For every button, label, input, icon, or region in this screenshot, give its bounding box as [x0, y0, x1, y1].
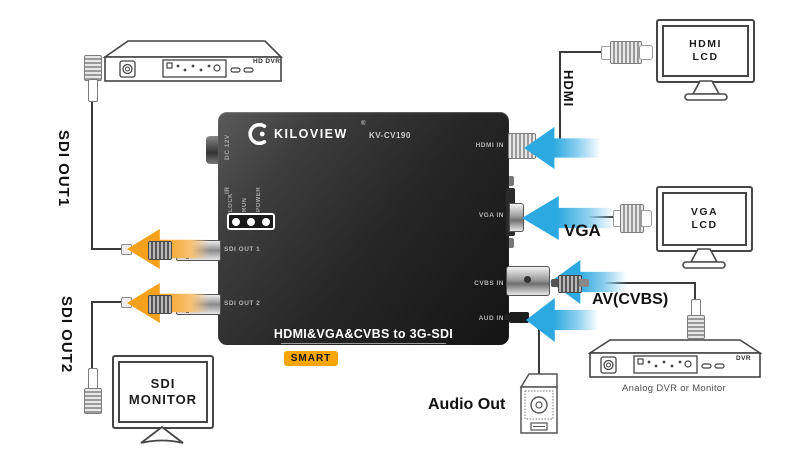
- led-run-icon: [246, 217, 255, 226]
- port-label-aud-in: AUD IN: [478, 315, 504, 322]
- port-label-cvbs-in: CVBS IN: [474, 280, 504, 287]
- smart-converter-row: SMART Converter: [218, 347, 509, 370]
- wire-cvbs-horizontal: [586, 282, 696, 284]
- bnc-plug-icon: [84, 388, 102, 414]
- hdmi-plug-tail-icon: [639, 45, 653, 60]
- smart-badge: SMART: [283, 351, 339, 366]
- hd-dvr-label: HD DVR: [253, 58, 281, 65]
- audio-jack-icon: [509, 312, 529, 323]
- bnc-cable-plug-icon: [148, 241, 172, 260]
- sdi-monitor: SDI MONITOR: [112, 355, 214, 429]
- vga-lcd-monitor: VGA LCD: [656, 186, 753, 252]
- hdmi-lcd-label-line1: HDMI: [689, 37, 722, 50]
- converter-device: KILOVIEW ® KV-CV190 DC 12V IR LOCK RUN P…: [218, 112, 509, 369]
- power-label: POWER: [256, 186, 262, 212]
- brand-name: KILOVIEW: [274, 127, 348, 141]
- port-label-vga-in: VGA IN: [478, 212, 504, 219]
- wire-sdiout2-to-monitor: [91, 301, 93, 370]
- dc-jack-icon: [206, 136, 220, 164]
- wire-audio: [538, 326, 540, 378]
- analog-dvr-drawing: [588, 339, 762, 378]
- port-label-sdi-out1: SDI OUT 1: [224, 246, 261, 253]
- edge-nub-icon: [508, 238, 514, 248]
- model-number: KV-CV190: [369, 131, 411, 140]
- led-power-icon: [261, 217, 270, 226]
- hdmi-plug-body-icon: [610, 41, 642, 64]
- analog-dvr-caption: Analog DVR or Monitor: [622, 383, 726, 394]
- vga-cable-label: VGA: [564, 221, 601, 240]
- wire-hdmi-vertical: [559, 51, 561, 141]
- status-leds: [227, 213, 275, 230]
- sdi-monitor-stand: [140, 426, 184, 444]
- led-lock-icon: [232, 217, 241, 226]
- sdi-monitor-label-line2: MONITOR: [128, 392, 198, 407]
- trademark-symbol: ®: [361, 121, 366, 127]
- speaker-drawing: [519, 373, 558, 434]
- audio-out-label: Audio Out: [428, 396, 506, 413]
- wire-hdmi-horizontal: [559, 51, 605, 53]
- vga-lcd-label-line1: VGA: [690, 205, 719, 218]
- sdi-monitor-label-line1: SDI: [150, 375, 176, 391]
- vga-plug-tail-icon: [641, 210, 652, 227]
- lock-label: LOCK: [228, 193, 234, 212]
- rca-plug-tip-icon: [551, 279, 559, 287]
- hdmi-lcd-monitor: HDMI LCD: [656, 19, 755, 83]
- kiloview-logo-icon: [248, 123, 267, 145]
- bnc-plug-icon: [84, 55, 102, 81]
- cvbs-port-pin-icon: [524, 276, 531, 283]
- wire-sdiout1-horizontal: [91, 248, 124, 250]
- bnc-plug-shaft-icon: [88, 368, 98, 390]
- edge-nub-icon: [508, 176, 514, 186]
- hdmi-cable-label: HDMI: [561, 70, 576, 108]
- bnc-plug-shaft-icon: [88, 79, 98, 102]
- audio-jack-tip-icon: [504, 315, 510, 320]
- wire-sdiout2-horizontal: [91, 301, 124, 303]
- sdi-out1-label: SDI OUT1: [55, 130, 72, 208]
- analog-dvr-badge: DVR: [736, 355, 751, 362]
- run-label: RUN: [242, 197, 248, 213]
- port-label-sdi-out2: SDI OUT 2: [224, 300, 261, 307]
- dc-12v-label: DC 12V: [224, 134, 231, 160]
- cvbs-cable-label: AV(CVBS): [592, 291, 669, 308]
- hdmi-lcd-stand: [684, 80, 728, 101]
- vga-lcd-label-line2: LCD: [691, 219, 718, 231]
- hdmi-lcd-label-line2: LCD: [692, 51, 719, 63]
- bnc-cable-plug-icon: [148, 295, 172, 314]
- device-subtitle: Converter: [344, 347, 444, 369]
- port-label-hdmi-in: HDMI IN: [475, 142, 504, 149]
- device-title: HDMI&VGA&CVBS to 3G-SDI: [273, 327, 454, 341]
- vga-lcd-stand: [682, 248, 726, 269]
- title-underline: [281, 343, 446, 344]
- vga-in-socket-icon: [509, 203, 524, 232]
- sdi-out2-label: SDI OUT2: [58, 296, 75, 374]
- wire-cvbs-vertical: [694, 282, 696, 301]
- wire-hddvr-to-sdiout1: [91, 99, 93, 250]
- bnc-plug-icon: [687, 315, 705, 339]
- rca-plug-tail-icon: [579, 279, 589, 287]
- hd-dvr-drawing: [103, 40, 283, 82]
